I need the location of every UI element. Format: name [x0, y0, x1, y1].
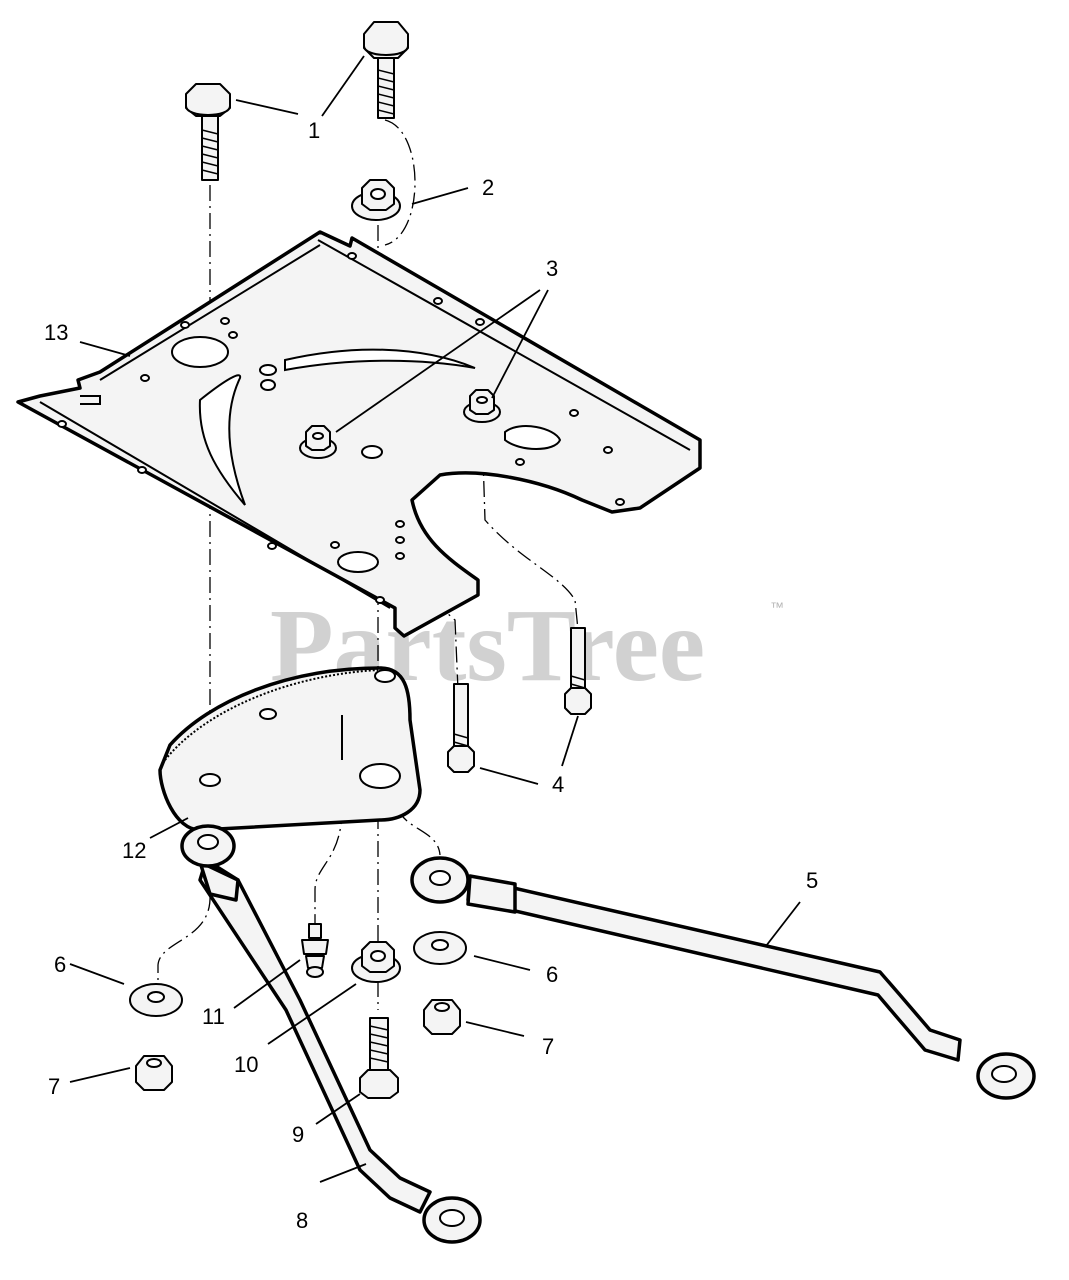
callout-3: 3 — [546, 256, 558, 281]
washer-right — [413, 931, 467, 965]
flange-lock-nut — [351, 941, 401, 983]
assembly-line-nut2 — [384, 119, 416, 246]
callout-8: 8 — [296, 1208, 308, 1233]
lock-nut-left — [299, 425, 337, 459]
assembly-line-bolt4-right — [481, 424, 579, 631]
carriage-bolt-right — [564, 627, 592, 715]
hex-bolt-right — [363, 21, 409, 119]
callout-10: 10 — [234, 1052, 258, 1077]
callout-1: 1 — [308, 118, 320, 143]
hex-bolt-left — [185, 83, 231, 181]
assembly-line-pin11 — [314, 807, 343, 925]
callout-7-right: 7 — [542, 1034, 554, 1059]
callout-13: 13 — [44, 320, 68, 345]
callout-6-left: 6 — [54, 952, 66, 977]
callouts: 1 2 3 13 4 5 12 6 6 7 7 11 10 9 8 — [44, 118, 818, 1233]
callout-9: 9 — [292, 1122, 304, 1147]
carriage-bolt-left — [447, 683, 475, 773]
hex-nut-left — [135, 1055, 173, 1091]
flange-nut-top — [351, 179, 401, 221]
sector-gear — [158, 666, 422, 832]
leader-lines — [69, 55, 801, 1183]
lock-nut-right — [463, 389, 501, 423]
drag-link-right — [410, 856, 1036, 1100]
hex-nut-right — [423, 999, 461, 1035]
drag-link-left — [180, 824, 482, 1244]
callout-11: 11 — [202, 1004, 225, 1029]
callout-5: 5 — [806, 868, 818, 893]
callout-6-right: 6 — [546, 962, 558, 987]
watermark-tm: ™ — [770, 599, 784, 615]
callout-12: 12 — [122, 838, 146, 863]
steering-plate — [16, 230, 702, 638]
washer-left — [129, 983, 183, 1017]
assembly-line-washer6-left — [157, 894, 211, 990]
shoulder-bolt — [359, 1017, 399, 1099]
callout-7-left: 7 — [48, 1074, 60, 1099]
stud-pin — [301, 923, 329, 978]
callout-2: 2 — [482, 175, 494, 200]
callout-4: 4 — [552, 772, 564, 797]
